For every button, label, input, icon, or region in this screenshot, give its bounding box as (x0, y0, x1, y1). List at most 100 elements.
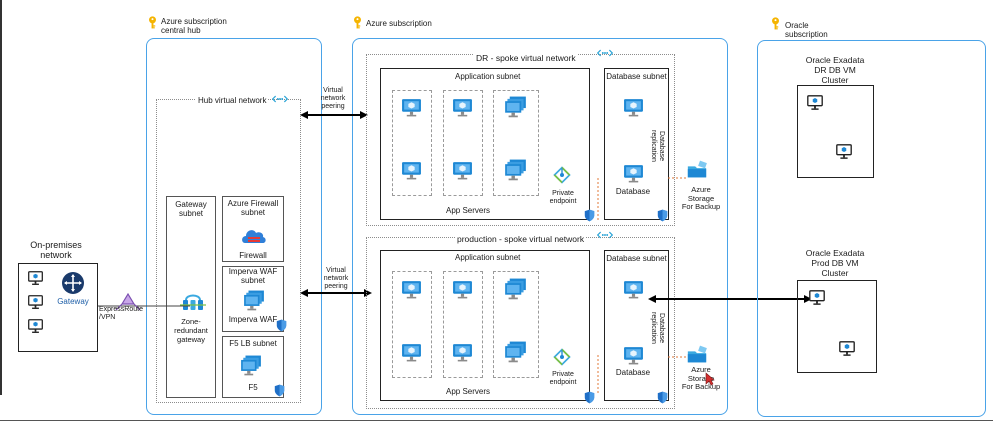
prod-vmstack-icon-1 (504, 278, 527, 301)
dr-app-subnet (380, 68, 590, 220)
peering-bottom-label: Virtual network peering (323, 267, 349, 290)
dr-replication-label: Database replication (650, 130, 665, 162)
prod-database-label: Database (615, 368, 651, 377)
dr-storage-label: Azure Storage For Backup (681, 185, 721, 211)
prod-app-subnet-title: Application subnet (455, 253, 521, 262)
imperva-waf-icon (243, 290, 265, 312)
waf-subnet-title: Imperva WAF subnet (228, 267, 278, 285)
hub-subscription (146, 38, 322, 415)
zone-redundant-gateway-label: Zone- redundant gateway (174, 317, 208, 344)
oracle-subscription-key-icon (770, 17, 781, 31)
waf-shield-icon (276, 319, 287, 332)
f5-label: F5 (248, 383, 258, 392)
prod-vnet-peering-icon (597, 231, 613, 239)
hub-subscription-key-icon (147, 16, 158, 30)
hub-vnet-peering-icon (272, 95, 288, 103)
dr-db-subnet-title: Database subnet (606, 72, 667, 81)
expressroute-label: ExpressRoute /VPN (99, 306, 143, 321)
firewall-subnet (222, 196, 284, 262)
oracle-prod-vm-icon-1 (808, 289, 826, 307)
prod-vm-icon-3 (452, 279, 473, 300)
dr-private-endpoint-icon (552, 165, 572, 185)
oracle-dr-cluster-title: Oracle Exadata DR DB VM Cluster (805, 55, 865, 85)
hub-vnet-label: Hub virtual network (196, 96, 269, 105)
prod-storage-icon (686, 345, 708, 365)
oracle-dr-vm-icon-2 (835, 143, 853, 161)
peering-top-label: Virtual network peering (320, 87, 346, 110)
gateway-subnet (166, 196, 216, 398)
expressroute-link (98, 292, 190, 311)
dr-vm-icon-1 (401, 97, 422, 118)
on-prem-gateway-label: Gateway (57, 297, 89, 306)
dr-vm-icon-4 (452, 160, 473, 181)
main-subscription (352, 38, 728, 415)
gateway-subnet-title: Gateway subnet (175, 200, 207, 218)
oracle-dr-vm-icon-1 (806, 94, 824, 112)
on-prem-server-icon-3 (27, 318, 44, 335)
firewall-icon (242, 230, 266, 243)
oracle-subscription (757, 40, 986, 417)
dr-app-servers-label: App Servers (446, 206, 491, 215)
cursor-icon (705, 372, 715, 386)
prod-private-endpoint-label: Private endpoint (549, 371, 577, 386)
f5-shield-icon (274, 384, 285, 397)
prod-vmstack-icon-2 (504, 341, 527, 364)
dr-vnet-label: DR - spoke virtual network (474, 53, 578, 63)
main-subscription-title: Azure subscription (366, 19, 432, 28)
imperva-waf-label: Imperva WAF (228, 315, 278, 324)
prod-replication-label: Database replication (650, 312, 665, 344)
frame-left-edge (0, 0, 2, 395)
dr-vmstack-icon-2 (504, 159, 527, 182)
dr-vmstack-icon-1 (504, 96, 527, 119)
on-prem-gateway-icon (62, 272, 84, 294)
oracle-subscription-title: Oracle subscription (785, 21, 828, 39)
prod-db-subnet-title: Database subnet (606, 254, 667, 263)
frame-bottom-edge (0, 420, 993, 421)
prod-vm-icon-2 (401, 342, 422, 363)
prod-app-column-1 (392, 271, 432, 378)
dr-private-endpoint-label: Private endpoint (549, 190, 577, 205)
dr-database-label: Database (615, 187, 651, 196)
prod-vm-icon-4 (452, 342, 473, 363)
prod-app-subnet (380, 250, 590, 401)
dr-replication-dash (597, 177, 688, 220)
main-subscription-key-icon (352, 16, 363, 30)
on-prem-network (18, 263, 98, 352)
peering-top-arrow (300, 111, 368, 119)
prod-app-servers-label: App Servers (446, 387, 491, 396)
prod-private-endpoint-icon (552, 347, 572, 367)
dr-db-subnet (604, 68, 669, 220)
on-prem-title: On-premises network (30, 240, 82, 260)
peering-bottom-arrow (300, 289, 372, 297)
dr-app-subnet-title: Application subnet (455, 72, 521, 81)
dr-app-column-1 (392, 90, 432, 196)
prod-vm-icon-1 (401, 279, 422, 300)
on-prem-server-icon-2 (27, 294, 44, 311)
oracle-prod-cluster (797, 280, 877, 373)
prod-db-vm-icon-1 (623, 279, 644, 300)
firewall-label: Firewall (239, 251, 267, 260)
hub-subscription-title: Azure subscription central hub (161, 17, 227, 35)
f5-subnet-title: F5 LB subnet (229, 339, 277, 348)
dr-app-column-2 (443, 90, 483, 196)
firewall-subnet-title: Azure Firewall subnet (227, 199, 279, 217)
dr-storage-icon (686, 160, 708, 180)
dr-db-vm-icon-1 (623, 97, 644, 118)
prod-app-column-2 (443, 271, 483, 378)
prod-db-subnet (604, 250, 669, 401)
prod-app-column-3 (493, 271, 539, 378)
f5-icon (240, 355, 262, 377)
dr-vm-icon-2 (401, 160, 422, 181)
dr-app-column-3 (493, 90, 539, 196)
waf-subnet (222, 266, 284, 332)
oracle-dr-cluster (797, 85, 874, 178)
oracle-prod-vm-icon-2 (838, 340, 856, 358)
f5-subnet (222, 336, 284, 398)
prod-storage-label: Azure Storage For Backup (681, 365, 721, 391)
zone-redundant-gateway-icon (180, 294, 206, 310)
on-prem-server-icon-1 (27, 270, 44, 287)
oracle-prod-cluster-title: Oracle Exadata Prod DB VM Cluster (805, 248, 865, 278)
dr-vm-icon-3 (452, 97, 473, 118)
dr-vnet-peering-icon (597, 49, 613, 57)
prod-replication-dash (597, 355, 688, 395)
